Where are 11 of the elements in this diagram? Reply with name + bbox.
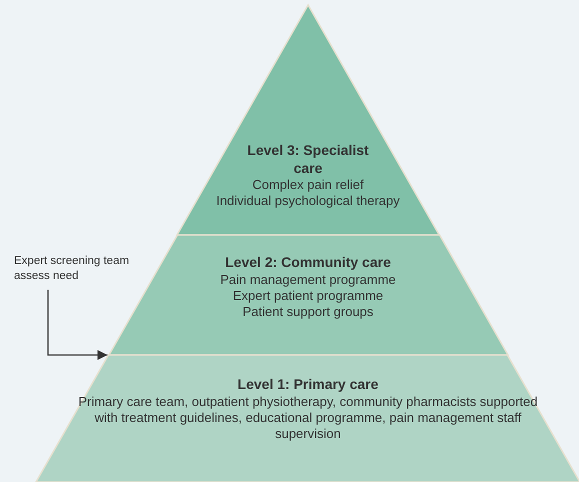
tier-heading: Level 3: Specialist care: [246, 142, 370, 177]
arrow: [47, 290, 108, 360]
tier-item: Complex pain relief: [251, 177, 365, 194]
tier-item: Patient support groups: [242, 304, 374, 320]
tier-item: Primary care team, outpatient physiotherapy, community pharmacists supported with treatment guidelines, educational programme, pain management staff supervision: [77, 394, 539, 442]
annotation-text: Expert screening team assess need: [14, 254, 144, 284]
tier-item: Pain management programme: [219, 272, 397, 288]
tier-item: Individual psychological therapy: [215, 193, 401, 210]
tier-item: Expert patient programme: [232, 288, 384, 304]
tier-heading: Level 1: Primary care: [236, 376, 380, 394]
tier-heading: Level 2: Community care: [224, 254, 392, 272]
